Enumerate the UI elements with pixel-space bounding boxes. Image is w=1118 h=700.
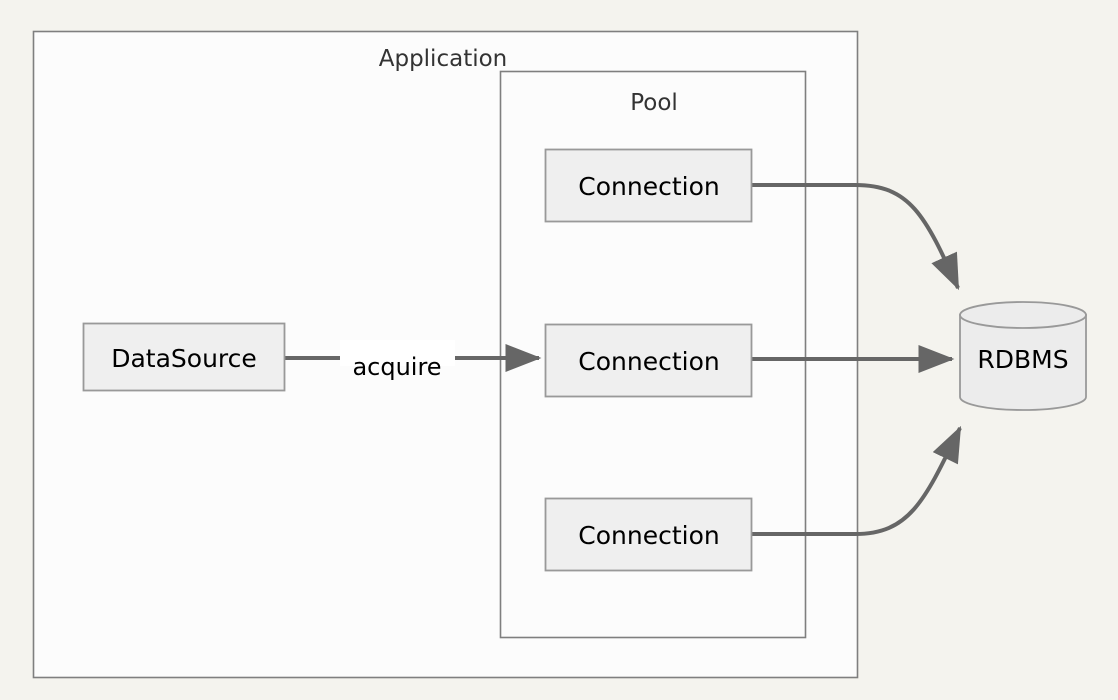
node-connection-1-box: [544, 148, 753, 223]
edge-connection-1-to-rdbms: [752, 183, 960, 291]
node-rdbms-label: RDBMS: [977, 345, 1068, 374]
pool-container-label: Pool: [630, 90, 678, 116]
node-connection-2-label: Connection: [578, 347, 719, 376]
node-connection-3-box: [544, 497, 753, 572]
node-datasource-label: DataSource: [111, 344, 257, 373]
node-connection-2[interactable]: Connection: [544, 323, 753, 398]
node-rdbms-body: [959, 314, 1087, 411]
edge-acquire-label-bg: [340, 340, 455, 366]
edge-acquire: acquire: [285, 340, 542, 381]
edge-acquire-label: acquire: [352, 353, 441, 381]
node-rdbms-top-ellipse: [959, 301, 1087, 329]
node-rdbms[interactable]: RDBMS: [959, 301, 1087, 411]
node-connection-2-box: [544, 323, 753, 398]
node-connection-1-label: Connection: [578, 172, 719, 201]
edge-connection-3-to-rdbms: [752, 425, 962, 536]
node-connection-3[interactable]: Connection: [544, 497, 753, 572]
edge-connection-3-to-rdbms-path: [752, 425, 962, 536]
node-connection-3-label: Connection: [578, 521, 719, 550]
application-container-label: Application: [379, 46, 508, 72]
node-datasource-box: [82, 322, 286, 392]
node-connection-1[interactable]: Connection: [544, 148, 753, 223]
edge-connection-1-to-rdbms-path: [752, 183, 960, 291]
node-datasource[interactable]: DataSource: [82, 322, 286, 392]
